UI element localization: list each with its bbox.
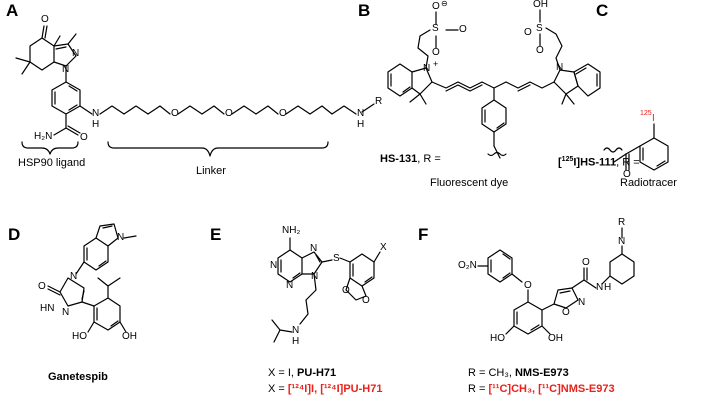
legend-line-radiolabel-nms-e973: R = [¹¹C]CH₃, [¹¹C]NMS-E973 bbox=[468, 384, 615, 395]
atom-label: S bbox=[333, 253, 340, 264]
atom-label: O bbox=[432, 1, 440, 12]
atom-label: H bbox=[292, 336, 300, 347]
panel-letter-d: D bbox=[8, 225, 21, 244]
atom-label: H bbox=[604, 282, 612, 293]
structure-a bbox=[15, 25, 375, 157]
charge-plus: + bbox=[433, 59, 439, 69]
atom-label: O bbox=[80, 132, 88, 143]
atom-label: O bbox=[41, 14, 49, 25]
atom-label: O bbox=[582, 257, 590, 268]
atom-label: N bbox=[310, 243, 318, 254]
charge-minus: ⊖ bbox=[441, 0, 448, 8]
ether-oxygen: O bbox=[171, 108, 179, 119]
atom-label: N bbox=[292, 325, 300, 336]
atom-label: HO bbox=[490, 333, 505, 344]
atom-label: X bbox=[380, 242, 387, 253]
compound-label-hs131: HS-131, R = bbox=[380, 154, 441, 165]
panel-letter-a: A bbox=[6, 1, 19, 20]
compound-name: I]HS-111 bbox=[573, 156, 617, 169]
atom-label: N bbox=[72, 48, 80, 59]
atom-label: R bbox=[618, 217, 626, 228]
structure-c bbox=[603, 123, 669, 171]
atom-label: N bbox=[92, 108, 100, 119]
atom-label: H bbox=[92, 119, 100, 130]
atom-label: S bbox=[536, 23, 543, 34]
atom-label: N bbox=[270, 260, 278, 271]
legend-prefix: X = I, bbox=[268, 367, 298, 379]
atom-label: O bbox=[432, 47, 440, 58]
atom-label: O bbox=[623, 169, 631, 180]
caption-radiotracer: Radiotracer bbox=[620, 177, 677, 189]
atom-label: N bbox=[311, 271, 319, 282]
panel-letter-e: E bbox=[210, 225, 222, 244]
ether-oxygen: O bbox=[225, 108, 233, 119]
atom-label: H₂N bbox=[34, 131, 53, 142]
legend-prefix: R = CH₃, bbox=[468, 367, 515, 379]
brace-label-hsp90-ligand: HSP90 ligand bbox=[18, 157, 86, 169]
atom-label: OH bbox=[548, 333, 563, 344]
radiolabeled-name: [¹¹C]CH₃, [¹¹C]NMS-E973 bbox=[488, 383, 615, 395]
iodine-isotope: 125 bbox=[640, 110, 652, 117]
atom-label: O bbox=[362, 295, 370, 306]
atom-label: N bbox=[117, 232, 125, 243]
atom-label: N bbox=[62, 64, 70, 75]
compound-name: NMS-E973 bbox=[514, 367, 569, 379]
panel-letter-f: F bbox=[418, 225, 429, 244]
atom-label: O bbox=[524, 27, 532, 38]
atom-label: N bbox=[286, 280, 294, 291]
compound-name-ganetespib: Ganetespib bbox=[48, 371, 108, 383]
atom-label: H bbox=[357, 119, 365, 130]
atom-label: N bbox=[62, 307, 70, 318]
structure-b bbox=[387, 9, 601, 159]
structure-f bbox=[477, 227, 635, 335]
brace-label-linker: Linker bbox=[196, 165, 226, 177]
atom-label: O bbox=[38, 281, 46, 292]
isotope-number: 125 bbox=[561, 156, 574, 163]
atom-label: N bbox=[578, 297, 586, 308]
legend-line-pu-h71: X = I, PU-H71 bbox=[268, 368, 336, 379]
atom-label: N bbox=[596, 282, 604, 293]
atom-label: O₂N bbox=[458, 260, 477, 271]
compound-name: HS-131 bbox=[380, 153, 418, 165]
panel-letter-c: C bbox=[596, 1, 609, 20]
atom-label: HO bbox=[72, 331, 87, 342]
legend-line-nms-e973: R = CH₃, NMS-E973 bbox=[468, 368, 569, 379]
ether-oxygen: O bbox=[279, 108, 287, 119]
atom-label: HN bbox=[40, 303, 55, 314]
atom-label: N bbox=[618, 236, 626, 247]
compound-name: PU-H71 bbox=[297, 367, 337, 379]
legend-line-radiolabel-pu-h71: X = [¹²⁴I]I, [¹²⁴I]PU-H71 bbox=[268, 384, 382, 395]
r-equals: , R = bbox=[417, 153, 441, 165]
atom-label: O bbox=[524, 280, 532, 291]
radiolabeled-name: [¹²⁴I]I, [¹²⁴I]PU-H71 bbox=[287, 383, 383, 395]
atom-label: N bbox=[423, 63, 431, 74]
structure-e bbox=[271, 237, 381, 343]
atom-label: N bbox=[357, 108, 365, 119]
legend-prefix: X = bbox=[268, 383, 288, 395]
atom-label: R bbox=[375, 96, 383, 107]
bracket: [ bbox=[558, 156, 562, 169]
atom-label: S bbox=[432, 23, 439, 34]
atom-label: O bbox=[536, 45, 544, 56]
legend-prefix: R = bbox=[468, 383, 489, 395]
atom-label: OH bbox=[533, 0, 548, 10]
atom-label: OH bbox=[122, 331, 137, 342]
iodine-atom: I bbox=[652, 113, 655, 124]
atom-label: NH₂ bbox=[282, 225, 301, 236]
atom-label: O bbox=[562, 307, 570, 318]
atom-label: N bbox=[70, 271, 78, 282]
atom-label: O bbox=[459, 24, 467, 35]
atom-label: O bbox=[342, 285, 350, 296]
caption-fluorescent-dye: Fluorescent dye bbox=[430, 177, 509, 189]
panel-letter-b: B bbox=[358, 1, 371, 20]
r-equals: , R = bbox=[616, 156, 640, 169]
structure-d bbox=[47, 223, 137, 333]
compound-label-hs111: [125I]HS-111, R = bbox=[558, 156, 640, 169]
atom-label: N bbox=[556, 62, 564, 73]
